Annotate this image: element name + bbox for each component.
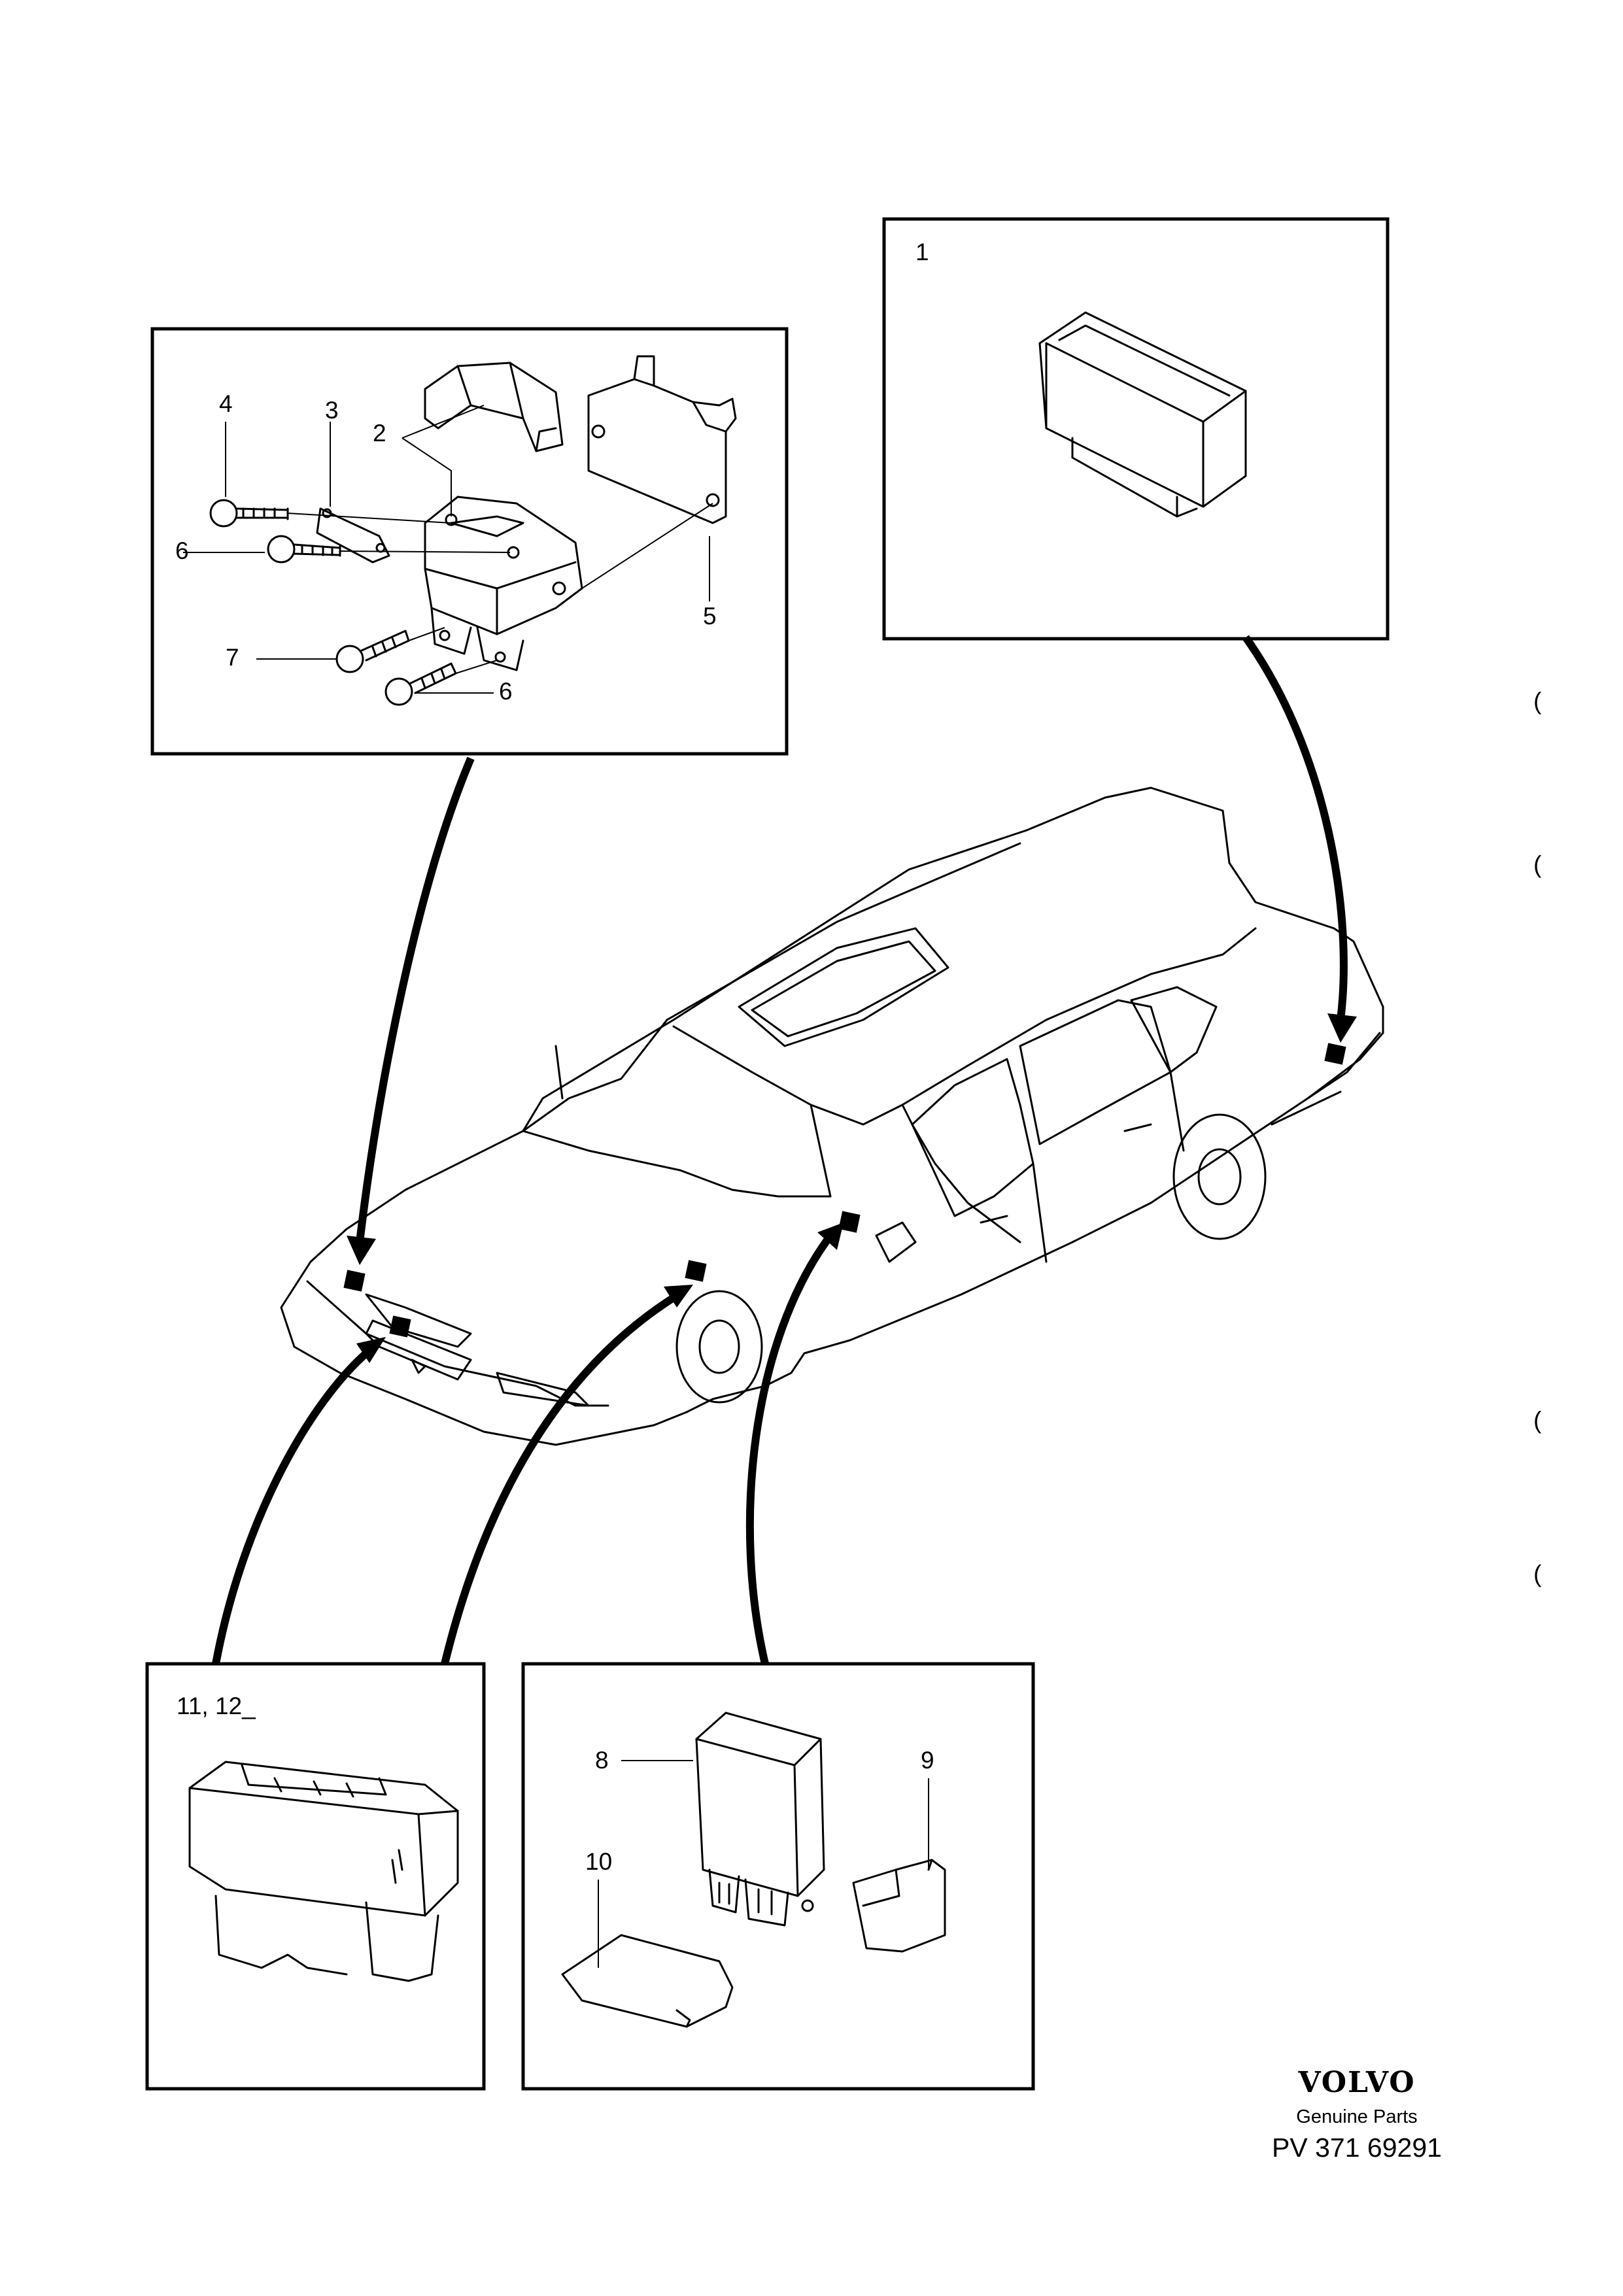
detail-box-module: 1 — [882, 217, 1390, 641]
detail-box-frame — [145, 1662, 486, 2091]
margin-mark: ( — [1533, 1407, 1542, 1434]
location-marker — [343, 1270, 366, 1292]
car-illustration — [280, 786, 1384, 1446]
relay-small-illustration — [695, 1712, 825, 1927]
detail-box-frame — [150, 327, 789, 756]
detail-box-frame — [882, 217, 1390, 641]
label-relay-cover: 9 — [921, 1747, 934, 1774]
volvo-logo: VOLVO — [1298, 2066, 1416, 2099]
margin-marks: ( ( ( ( — [1533, 688, 1542, 1587]
relay-cover-illustration — [852, 1859, 946, 1953]
relay-large-illustration — [188, 1761, 459, 1982]
label-clip: 5 — [703, 603, 717, 630]
margin-mark: ( — [1533, 851, 1542, 878]
clip-illustration — [587, 355, 737, 524]
label-bracket-cover: 2 — [373, 420, 386, 447]
module-illustration — [1038, 311, 1247, 518]
relay-pad-illustration — [561, 1934, 734, 2028]
diagram-code: PV 371 69291 — [1272, 2133, 1442, 2163]
brand-subtitle: Genuine Parts — [1296, 2106, 1418, 2127]
label-washer: 3 — [325, 397, 339, 424]
screw-illustrations — [209, 499, 457, 706]
pointer-arrows — [212, 635, 1357, 1665]
detail-box-relay-large: 11, 12_ — [145, 1662, 486, 2091]
detail-box-frame — [521, 1662, 1035, 2091]
label-relay-small: 8 — [595, 1747, 609, 1774]
label-screw-mid: 6 — [175, 537, 189, 564]
label-screw-top: 4 — [219, 390, 233, 417]
location-marker — [389, 1315, 411, 1338]
detail-box-relay-small: 8 9 10 — [521, 1662, 1035, 2091]
location-marker — [685, 1260, 707, 1282]
bracket-cover-illustration — [424, 362, 583, 671]
detail-box-bracket: 4 3 2 6 5 7 6 — [150, 327, 789, 756]
label-relay-large: 11, 12_ — [177, 1693, 256, 1719]
label-relay-pad: 10 — [585, 1848, 612, 1875]
label-module: 1 — [915, 239, 929, 265]
margin-mark: ( — [1533, 688, 1542, 715]
location-marker — [1324, 1043, 1346, 1065]
label-screw-lower: 7 — [226, 644, 239, 671]
leader-lines-top-left — [183, 405, 713, 694]
location-marker — [838, 1211, 861, 1233]
label-screw-bottom: 6 — [499, 678, 513, 705]
margin-mark: ( — [1533, 1561, 1542, 1587]
